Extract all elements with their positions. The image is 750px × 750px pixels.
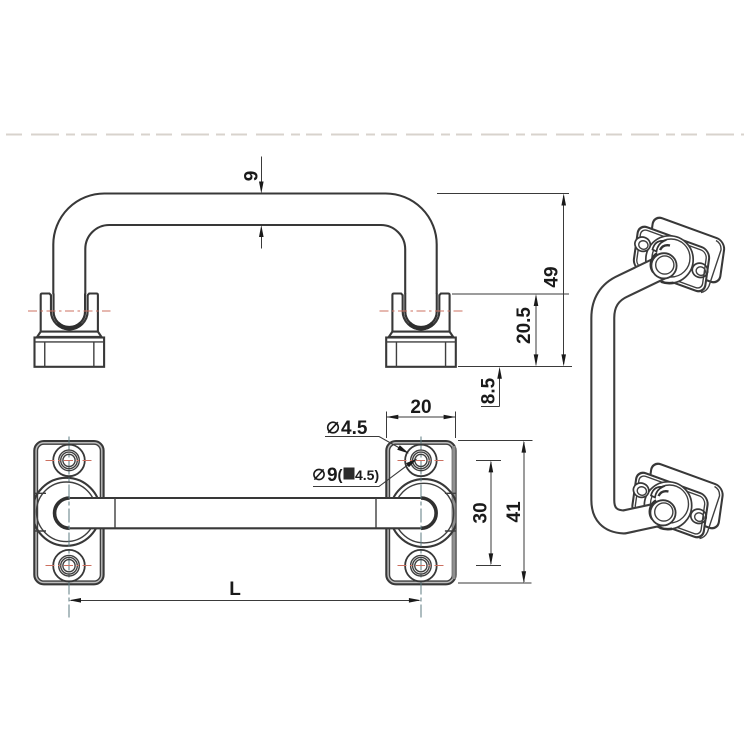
svg-text:8.5: 8.5 (479, 377, 500, 404)
svg-text:4.5): 4.5) (355, 467, 379, 483)
svg-text:30: 30 (471, 502, 492, 523)
svg-text:20: 20 (410, 397, 431, 418)
svg-text:4.5: 4.5 (341, 418, 368, 439)
svg-text:9: 9 (327, 465, 338, 486)
svg-text:49: 49 (542, 266, 563, 287)
svg-text:41: 41 (504, 501, 525, 523)
svg-text:(: ( (338, 467, 343, 484)
svg-text:20.5: 20.5 (514, 307, 535, 344)
svg-text:9: 9 (242, 171, 263, 182)
svg-text:L: L (229, 579, 241, 600)
